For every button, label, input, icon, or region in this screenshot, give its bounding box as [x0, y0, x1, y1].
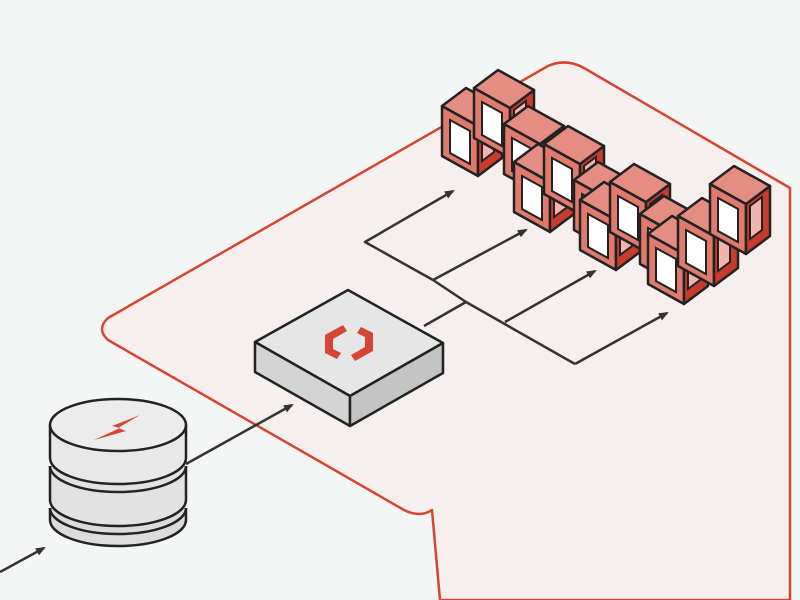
bracket-logo-icon — [325, 325, 373, 361]
incoming-arrow — [0, 546, 46, 574]
router-box — [253, 288, 445, 428]
database-cylinder — [48, 397, 188, 548]
router-box-right — [348, 341, 445, 428]
connector-back — [363, 189, 455, 282]
connector-arrow-2 — [432, 228, 528, 282]
lightning-bolt-icon — [94, 415, 140, 440]
connector-arrow-three — [432, 271, 595, 324]
fanout-connectors — [363, 189, 669, 366]
database-to-router-arrow — [185, 403, 294, 466]
connector-arrow-4 — [574, 311, 669, 366]
